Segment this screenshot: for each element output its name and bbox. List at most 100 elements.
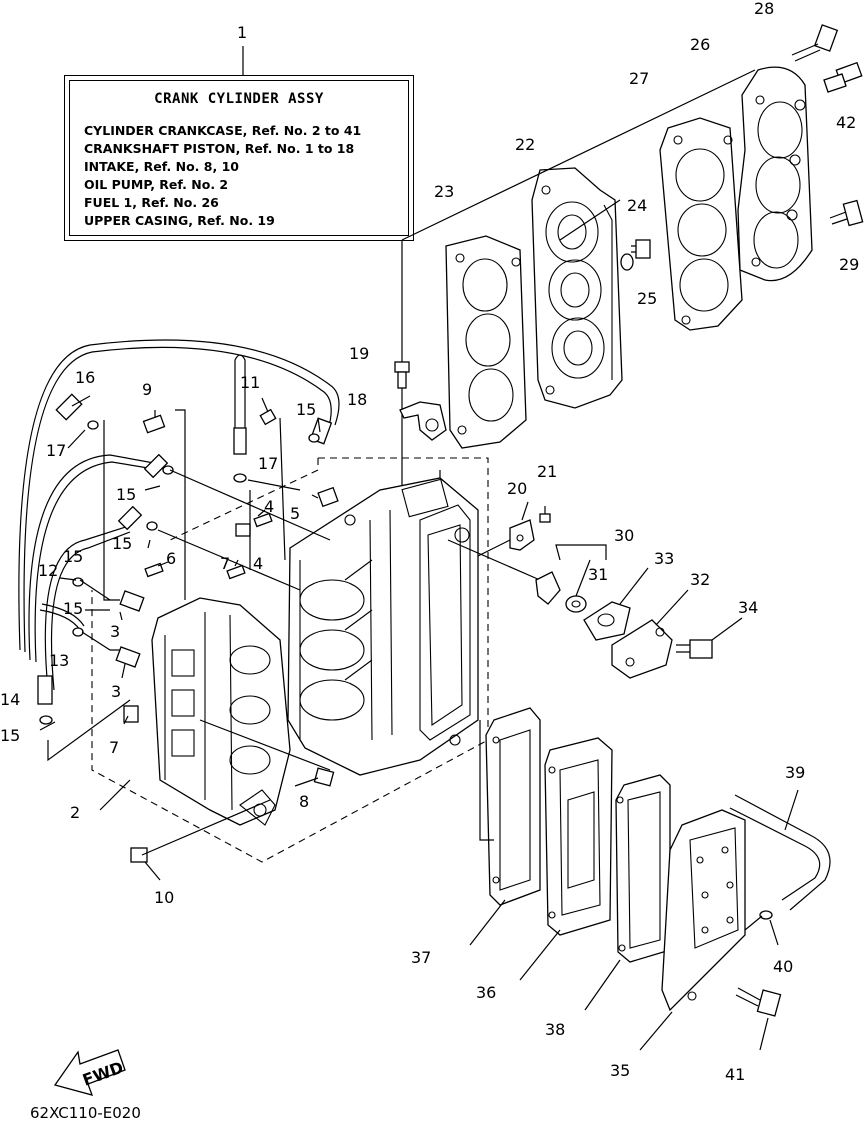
legend-line-5: FUEL 1, Ref. No. 26 <box>84 195 219 210</box>
cylinder-head-22 <box>531 167 623 409</box>
legend-line-2: CRANKSHAFT PISTON, Ref. No. 1 to 18 <box>84 141 355 156</box>
cover-35 <box>639 809 746 1051</box>
callout-15c: 15 <box>112 534 132 553</box>
callout-23: 23 <box>434 182 454 201</box>
callout-24: 24 <box>627 196 647 215</box>
bolt-19 <box>394 361 410 389</box>
callout-29: 29 <box>839 255 859 274</box>
washer-25 <box>620 253 634 271</box>
legend-line-1: CYLINDER CRANKCASE, Ref. No. 2 to 41 <box>84 123 362 138</box>
fwd-arrow: FWD <box>53 1049 126 1096</box>
hose-15b <box>117 505 143 531</box>
callout-15e: 15 <box>63 599 83 618</box>
hose-39 <box>729 789 831 911</box>
thermostat-30-31 <box>535 544 607 613</box>
callout-35: 35 <box>610 1061 630 1080</box>
callout-16: 16 <box>75 368 95 387</box>
callout-18: 18 <box>347 390 367 409</box>
callout-17a: 17 <box>46 441 66 460</box>
callout-27: 27 <box>629 69 649 88</box>
crankcase <box>151 597 291 826</box>
callout-32: 32 <box>690 570 710 589</box>
clamp-18 <box>399 401 447 441</box>
callout-4b: 4 <box>253 554 263 573</box>
hose-17 <box>233 427 247 455</box>
callout-22: 22 <box>515 135 535 154</box>
legend-line-6: UPPER CASING, Ref. No. 19 <box>84 213 275 228</box>
callout-40: 40 <box>773 957 793 976</box>
callout-41: 41 <box>725 1065 745 1084</box>
callout-31: 31 <box>588 565 608 584</box>
bolt-29 <box>829 199 864 227</box>
gasket-27 <box>659 117 743 331</box>
callout-15f: 15 <box>0 726 20 745</box>
hose-16 <box>55 393 83 421</box>
callout-12: 12 <box>38 561 58 580</box>
callout-33: 33 <box>654 549 674 568</box>
callout-7b: 7 <box>109 738 119 757</box>
callout-6: 6 <box>166 549 176 568</box>
callout-28: 28 <box>754 0 774 18</box>
callout-3b: 3 <box>111 682 121 701</box>
callout-1: 1 <box>237 23 247 42</box>
callout-21: 21 <box>537 462 557 481</box>
hose-15a <box>143 453 169 479</box>
fitting-42 <box>823 61 863 93</box>
legend-title: CRANK CYLINDER ASSY <box>154 91 324 107</box>
callout-9: 9 <box>142 380 152 399</box>
clip-40 <box>759 910 773 920</box>
clips <box>39 420 320 725</box>
screw-21 <box>539 513 551 523</box>
diagram-code: 62XC110-E020 <box>30 1104 141 1122</box>
callout-15d: 15 <box>63 547 83 566</box>
callout-15a: 15 <box>296 400 316 419</box>
callout-10: 10 <box>154 888 174 907</box>
legend-line-4: OIL PUMP, Ref. No. 2 <box>84 177 229 192</box>
callout-7a: 7 <box>220 554 230 573</box>
head-gasket-23 <box>445 235 527 449</box>
callout-25: 25 <box>637 289 657 308</box>
legend-inner-frame: CRANK CYLINDER ASSY CYLINDER CRANKCASE, … <box>69 80 409 236</box>
callout-13: 13 <box>49 651 69 670</box>
callout-8: 8 <box>299 792 309 811</box>
plate-36 <box>519 737 613 981</box>
leaders-left <box>39 395 331 881</box>
callout-38: 38 <box>545 1020 565 1039</box>
bolt-28 <box>791 24 839 62</box>
bracket-20 <box>509 519 535 551</box>
cylinder-block <box>287 477 479 776</box>
legend-box: CRANK CYLINDER ASSY CYLINDER CRANKCASE, … <box>64 75 414 241</box>
callout-30: 30 <box>614 526 634 545</box>
callout-15b: 15 <box>116 485 136 504</box>
callout-labels: 1 28 26 27 42 22 23 24 25 29 19 18 16 9 … <box>0 0 859 1084</box>
callout-26: 26 <box>690 35 710 54</box>
bolt-34 <box>676 617 743 659</box>
callout-42: 42 <box>836 113 856 132</box>
upper-casing-26 <box>737 66 813 282</box>
assembly-outline <box>91 457 489 863</box>
plug-24 <box>631 239 651 259</box>
callout-17b: 17 <box>258 454 278 473</box>
callout-11: 11 <box>240 373 260 392</box>
callout-4a: 4 <box>264 497 274 516</box>
gasket-33 <box>583 567 649 641</box>
gasket-38 <box>584 774 671 1011</box>
bolt-41 <box>735 987 782 1051</box>
gasket-37 <box>469 707 541 946</box>
callout-14: 14 <box>0 690 20 709</box>
callout-36: 36 <box>476 983 496 1002</box>
callout-39: 39 <box>785 763 805 782</box>
hose-14 <box>37 675 53 705</box>
small-fasteners <box>115 408 339 863</box>
callout-37: 37 <box>411 948 431 967</box>
legend-line-3: INTAKE, Ref. No. 8, 10 <box>84 159 239 174</box>
cover-32 <box>611 589 689 679</box>
callout-34: 34 <box>738 598 758 617</box>
callout-19: 19 <box>349 344 369 363</box>
callout-5: 5 <box>290 504 300 523</box>
callout-2: 2 <box>70 803 80 822</box>
callout-3a: 3 <box>110 622 120 641</box>
hoses <box>18 339 340 691</box>
callout-20: 20 <box>507 479 527 498</box>
